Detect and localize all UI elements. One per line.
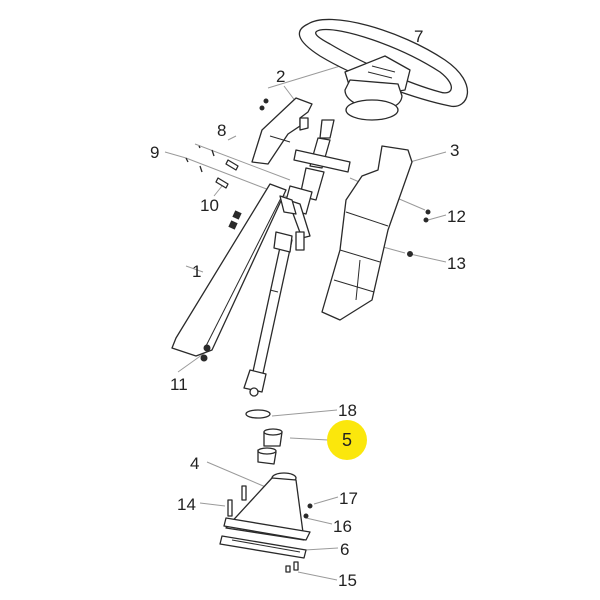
callout-10[interactable]: 10	[200, 196, 219, 215]
bushings	[245, 409, 283, 465]
support-arm	[171, 183, 297, 362]
callout-17[interactable]: 17	[339, 489, 358, 508]
callout-1[interactable]: 1	[192, 262, 202, 281]
callout-14[interactable]: 14	[177, 495, 196, 514]
upper-cover	[251, 97, 313, 165]
side-cover	[321, 145, 431, 321]
steering-wheel	[298, 18, 469, 121]
intermediate-shaft	[243, 231, 293, 397]
callout-8[interactable]: 8	[217, 121, 227, 140]
callout-16[interactable]: 16	[333, 517, 352, 536]
callout-2[interactable]: 2	[276, 67, 286, 86]
callout-13[interactable]: 13	[447, 254, 466, 273]
column-shaft	[283, 119, 351, 251]
callout-15[interactable]: 15	[338, 571, 357, 590]
callout-4[interactable]: 4	[190, 454, 200, 473]
fasteners-upper-left	[185, 145, 239, 189]
callout-12[interactable]: 12	[447, 207, 466, 226]
callout-5-highlighted[interactable]: 5	[327, 420, 367, 460]
callout-9[interactable]: 9	[150, 143, 160, 162]
callout-18[interactable]: 18	[338, 401, 357, 420]
callout-3[interactable]: 3	[450, 141, 460, 160]
callout-6[interactable]: 6	[340, 540, 350, 559]
boot-housing	[219, 472, 313, 573]
callout-7[interactable]: 7	[414, 27, 424, 46]
callout-11[interactable]: 11	[170, 375, 188, 394]
